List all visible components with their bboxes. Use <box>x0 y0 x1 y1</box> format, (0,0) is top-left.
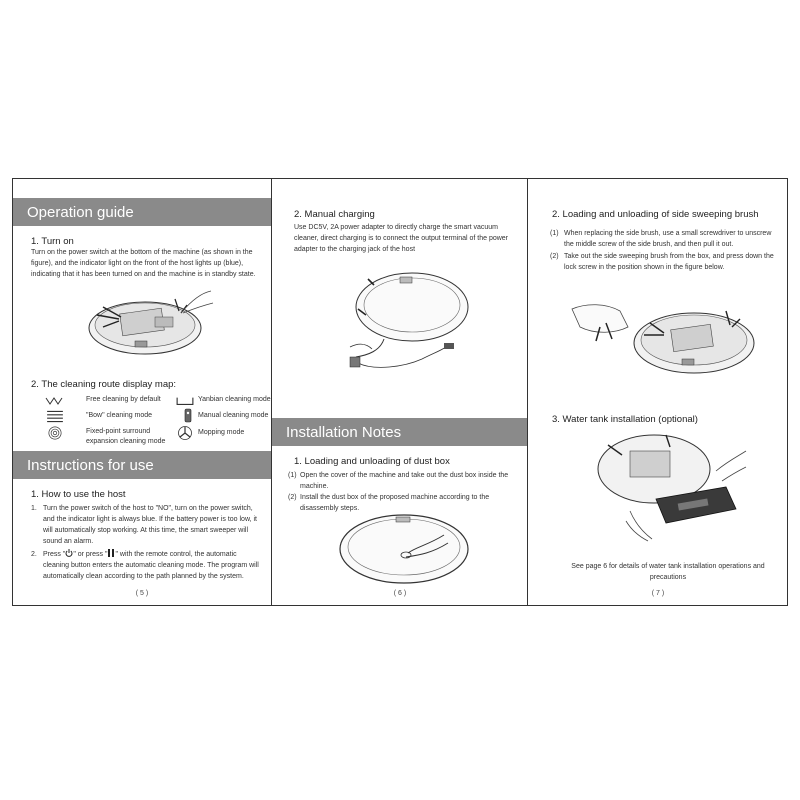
page-number: ( 7 ) <box>651 590 665 597</box>
banner-instructions: Instructions for use <box>13 451 271 479</box>
pause-icon <box>108 549 115 557</box>
side-brush-illustration <box>571 304 755 374</box>
manual-sheet: Operation guide 1. Turn on Turn on the p… <box>12 178 788 606</box>
mode-label-bow: "Bow" cleaning mode <box>86 412 153 419</box>
dust-box-illustration <box>339 514 469 584</box>
page-number: ( 5 ) <box>135 590 149 597</box>
dust-box-heading: 1. Loading and unloading of dust box <box>294 456 450 467</box>
charging-illustration <box>349 272 469 368</box>
banner-operation-guide: Operation guide <box>13 198 271 226</box>
spiral-icon <box>48 426 62 440</box>
mode-label-edge: Yanbian cleaning mode <box>198 396 271 403</box>
route-heading: 2. The cleaning route display map: <box>31 379 177 390</box>
power-icon <box>65 549 73 557</box>
instruction-item-1: 1. Turn the power switch of the host to … <box>31 505 258 545</box>
page-5: Operation guide 1. Turn on Turn on the p… <box>13 179 271 605</box>
water-tank-note: See page 6 for details of water tank ins… <box>571 563 765 581</box>
manual-charging-text: Use DC5V, 2A power adapter to directly c… <box>294 224 509 253</box>
side-brush-item-2: (2) Take out the side sweeping brush fro… <box>550 253 774 271</box>
page-6: 2. Manual charging Use DC5V, 2A power ad… <box>271 179 528 605</box>
dust-box-item-1: (1) Open the cover of the machine and ta… <box>288 472 509 490</box>
dust-box-item-2: (2) Install the dust box of the proposed… <box>288 494 490 512</box>
mode-label-free: Free cleaning by default <box>86 396 161 403</box>
mode-label-mopping: Mopping mode <box>198 429 245 436</box>
bow-icon <box>47 410 63 423</box>
water-tank-heading: 3. Water tank installation (optional) <box>552 414 698 425</box>
banner-installation-notes: Installation Notes <box>272 418 528 446</box>
page-7: 2. Loading and unloading of side sweepin… <box>527 179 788 605</box>
side-brush-item-1: (1) When replacing the side brush, use a… <box>550 230 772 248</box>
fan-icon <box>178 426 192 440</box>
how-to-use-heading: 1. How to use the host <box>31 489 126 500</box>
water-tank-illustration <box>597 434 747 542</box>
zigzag-icon <box>45 397 63 405</box>
instruction-item-2: 2. Press "" or press "" with the remote … <box>31 549 259 580</box>
turn-on-heading: 1. Turn on <box>31 236 74 247</box>
side-brush-heading: 2. Loading and unloading of side sweepin… <box>552 209 759 220</box>
mode-label-manual: Manual cleaning mode <box>198 412 269 419</box>
manual-charging-heading: 2. Manual charging <box>294 209 375 220</box>
edge-icon <box>176 397 194 405</box>
turn-on-text: Turn on the power switch at the bottom o… <box>31 249 256 278</box>
page-number: ( 6 ) <box>393 590 407 597</box>
mode-label-spiral: Fixed-point surround expansion cleaning … <box>86 428 166 445</box>
remote-icon <box>184 408 192 423</box>
robot-bottom-illustration <box>88 290 214 355</box>
